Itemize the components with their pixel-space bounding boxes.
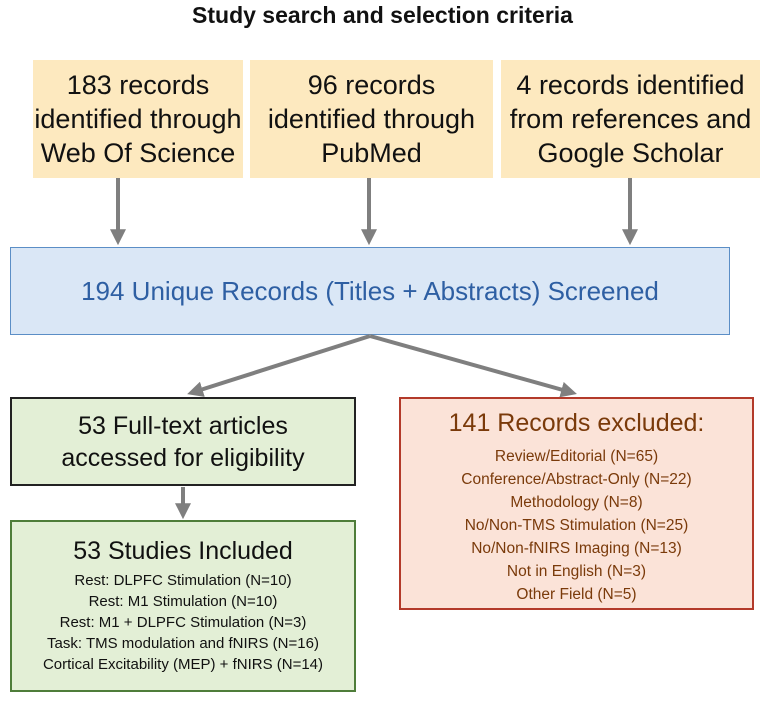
source-box-google-scholar: 4 records identified from references and… [501, 60, 760, 178]
source-line: Web Of Science [40, 138, 236, 168]
excluded-item: No/Non-fNIRS Imaging (N=13) [471, 540, 682, 557]
arrow-screening-to-fulltext [187, 334, 371, 397]
included-item: Cortical Excitability (MEP) + fNIRS (N=1… [42, 656, 324, 673]
source-line: 183 records [66, 70, 210, 100]
excluded-item: No/Non-TMS Stimulation (N=25) [464, 517, 689, 534]
source-line: Google Scholar [537, 138, 724, 168]
included-item: Task: TMS modulation and fNIRS (N=16) [47, 635, 319, 652]
excluded-item: Not in English (N=3) [506, 563, 647, 580]
source-line: 4 records identified [516, 70, 745, 100]
source-line: identified through [34, 104, 242, 134]
screening-text: 194 Unique Records (Titles + Abstracts) … [81, 275, 659, 306]
excluded-item: Methodology (N=8) [510, 494, 643, 511]
source-line: from references and [509, 104, 752, 134]
screening-box: 194 Unique Records (Titles + Abstracts) … [10, 247, 730, 335]
source-line: identified through [267, 104, 476, 134]
included-item: Rest: DLPFC Stimulation (N=10) [74, 572, 292, 589]
fulltext-line: 53 Full-text articles [78, 411, 288, 440]
included-item: Rest: M1 Stimulation (N=10) [88, 593, 278, 610]
included-box: 53 Studies Included Rest: DLPFC Stimulat… [10, 520, 356, 692]
fulltext-line: accessed for eligibility [61, 443, 305, 472]
source-line: PubMed [321, 138, 422, 168]
included-item: Rest: M1 + DLPFC Stimulation (N=3) [59, 614, 307, 631]
fulltext-box: 53 Full-text articles accessed for eligi… [10, 397, 356, 486]
excluded-item: Review/Editorial (N=65) [494, 448, 659, 465]
excluded-item: Other Field (N=5) [516, 586, 637, 603]
source-line: 96 records [307, 70, 436, 100]
source-box-pubmed: 96 records identified through PubMed [250, 60, 493, 178]
source-box-web-of-science: 183 records identified through Web Of Sc… [33, 60, 243, 178]
excluded-heading: 141 Records excluded: [448, 409, 705, 437]
included-heading: 53 Studies Included [73, 537, 293, 565]
diagram-title: Study search and selection criteria [192, 2, 573, 28]
excluded-item: Conference/Abstract-Only (N=22) [461, 471, 692, 488]
excluded-box: 141 Records excluded: Review/Editorial (… [399, 397, 754, 610]
arrow-screening-to-excluded [369, 334, 577, 398]
